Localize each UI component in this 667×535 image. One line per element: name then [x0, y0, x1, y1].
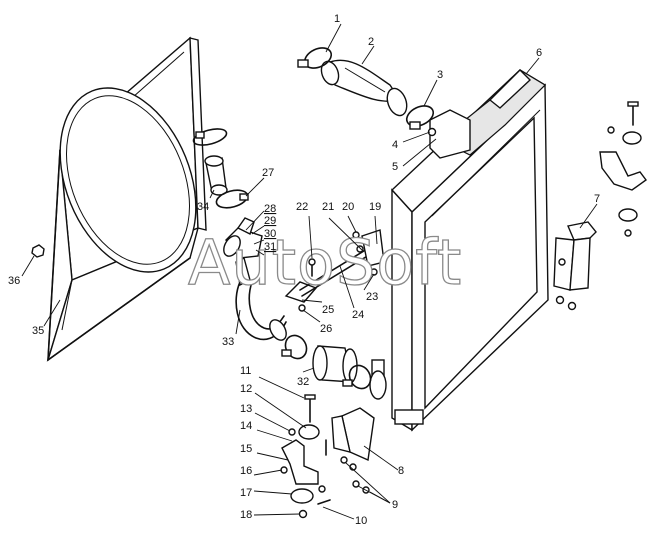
callout-8: 8 — [398, 465, 404, 477]
callout-35: 35 — [32, 325, 44, 337]
upper-right-mount — [599, 101, 647, 237]
lower-hose — [235, 281, 287, 341]
callout-5: 5 — [392, 161, 398, 173]
callout-27: 27 — [262, 167, 274, 179]
callout-34: 34 — [197, 201, 209, 213]
callout-24: 24 — [352, 309, 364, 321]
callout-29: 29 — [264, 215, 276, 227]
callout-9: 9 — [392, 499, 398, 511]
radiator — [369, 69, 549, 432]
upper-bracket — [284, 229, 385, 312]
callout-22: 22 — [296, 201, 308, 213]
callout-28: 28 — [264, 203, 276, 215]
callout-2: 2 — [368, 36, 374, 48]
callout-20: 20 — [342, 201, 354, 213]
callout-4: 4 — [392, 139, 398, 151]
callout-3: 3 — [437, 69, 443, 81]
callout-21: 21 — [322, 201, 334, 213]
callout-30: 30 — [264, 228, 276, 240]
callout-18: 18 — [240, 509, 252, 521]
lower-mount — [280, 394, 375, 519]
upper-clamp-1 — [297, 47, 333, 69]
callout-10: 10 — [355, 515, 367, 527]
lower-hose-32 — [281, 334, 372, 390]
fan-shroud — [46, 36, 207, 362]
bolt-4 — [427, 127, 437, 137]
callout-36: 36 — [8, 275, 20, 287]
watermark: AutoSoft — [188, 226, 462, 299]
callout-19: 19 — [369, 201, 381, 213]
callout-11: 11 — [240, 365, 251, 377]
callout-31: 31 — [264, 241, 276, 253]
callout-25: 25 — [322, 304, 334, 316]
callout-7: 7 — [594, 193, 600, 205]
callout-26: 26 — [320, 323, 332, 335]
callout-12: 12 — [240, 383, 252, 395]
small-hose — [192, 128, 249, 209]
callouts: 1 2 3 4 5 6 7 8 9 10 11 12 13 14 15 16 1… — [8, 13, 600, 527]
shroud-bolt — [31, 244, 45, 258]
callout-6: 6 — [536, 47, 542, 59]
callout-13: 13 — [240, 403, 252, 415]
callout-16: 16 — [240, 465, 252, 477]
callout-17: 17 — [240, 487, 252, 499]
upper-clamp-3 — [405, 105, 435, 130]
callout-1: 1 — [334, 13, 340, 25]
right-bracket — [553, 221, 597, 311]
tee-pipe — [223, 217, 263, 287]
upper-hose — [320, 59, 408, 117]
callout-33: 33 — [222, 336, 234, 348]
callout-14: 14 — [240, 420, 252, 432]
callout-15: 15 — [240, 443, 252, 455]
callout-23: 23 — [366, 291, 378, 303]
leader-lines — [21, 23, 598, 520]
callout-32: 32 — [297, 376, 309, 388]
